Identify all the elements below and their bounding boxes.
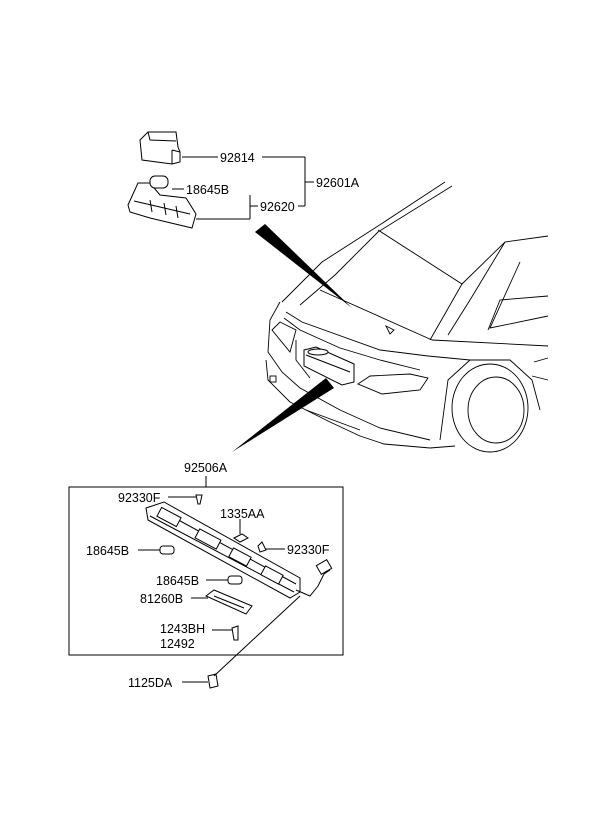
assembly-box [68,486,344,656]
nut-1335aa [233,533,249,543]
label-92814: 92814 [220,151,255,165]
label-12492: 12492 [160,637,195,651]
label-1125da: 1125DA [128,676,173,690]
label-18645b-top: 18645B [186,183,229,197]
label-81260b: 81260B [140,592,183,606]
label-92601a: 92601A [316,176,360,190]
clip-92330f-right [257,541,267,553]
lamp-81260b [205,589,253,615]
label-92506a: 92506A [184,461,228,475]
label-92330f-top: 92330F [118,491,161,505]
bulb-18645b-left [159,545,175,555]
label-18645b-mid: 18645B [156,574,199,588]
pointer-arrow-bottom [232,378,334,452]
garnish-92506a [145,501,333,599]
lamp-cover-92814 [139,131,181,165]
pointer-arrow-top [255,224,352,308]
bulb-18645b-mid [227,575,243,585]
screw-1125da [207,673,219,689]
label-92620: 92620 [260,200,295,214]
clip-92330f-top [195,494,203,505]
label-18645b-left: 18645B [86,544,129,558]
lamp-housing-92620 [127,175,197,229]
car-illustration [265,181,549,453]
screw-1243bh [231,625,239,641]
label-92330f-right: 92330F [287,543,330,557]
label-1335aa: 1335AA [220,507,265,521]
label-1243bh: 1243BH [160,622,205,636]
